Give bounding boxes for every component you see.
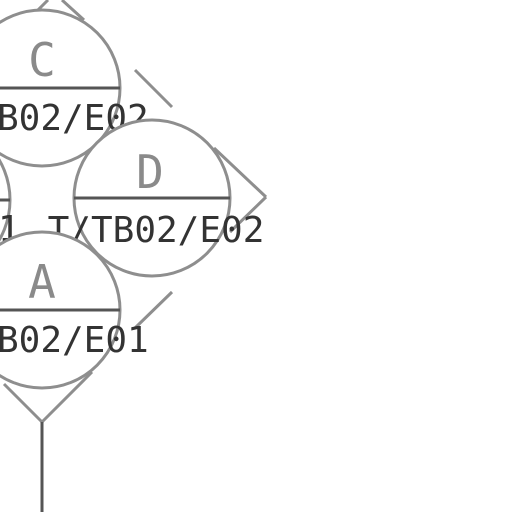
connector-bottom-left — [2, 382, 44, 424]
connector-d-right-up — [212, 146, 268, 199]
node-a-code: TB02/E01 — [0, 320, 149, 361]
connector-upper-right — [133, 68, 174, 109]
node-c: C TB02/E02 — [0, 8, 149, 168]
node-d-letter: D — [136, 145, 164, 199]
connector-lower-right — [133, 290, 174, 330]
connector-bottom-right — [40, 370, 94, 424]
node-a: A TB02/E01 — [0, 230, 149, 390]
node-c-letter: C — [28, 33, 56, 87]
connector-d-right-down — [228, 195, 268, 234]
connector-top-right — [60, 0, 86, 22]
node-a-letter: A — [28, 255, 56, 309]
